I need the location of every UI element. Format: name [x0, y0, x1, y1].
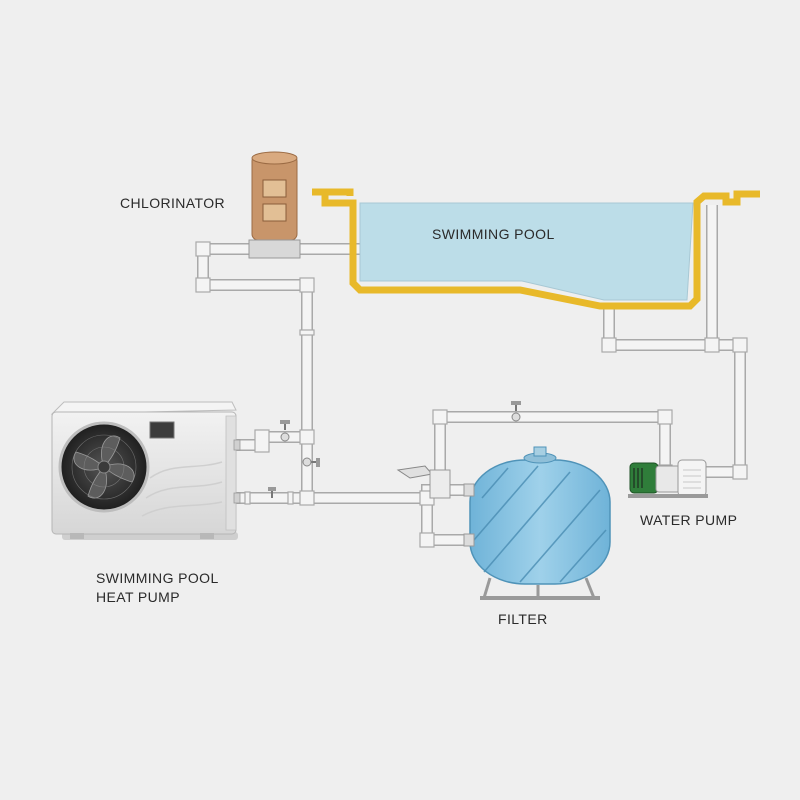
- valve-filter-return: [511, 401, 521, 422]
- pipe-tee: [704, 337, 720, 353]
- pipe-elbow: [299, 277, 315, 293]
- pipe-coupling: [244, 491, 251, 505]
- pipe-elbow: [732, 464, 748, 480]
- multiport-valve: [396, 465, 451, 499]
- filter-stripe: [481, 467, 509, 499]
- chlorinator-base: [248, 239, 301, 259]
- chlorinator-cap: [251, 151, 298, 165]
- fan-hub: [97, 460, 111, 474]
- heat-pump-top: [50, 401, 237, 415]
- pipe-elbow: [254, 429, 270, 453]
- pipe-coupling: [299, 329, 315, 336]
- valve-heatpump-return: [280, 420, 290, 442]
- heat-pump-swoosh: [145, 481, 223, 499]
- chlorinator-label: CHLORINATOR: [120, 195, 226, 211]
- filter-port-lower: [463, 533, 475, 547]
- pipe-elbow: [419, 532, 435, 548]
- filter-stripe: [473, 465, 539, 541]
- heat-pump-label-line1: SWIMMING POOL: [96, 570, 219, 586]
- filter-stripe: [483, 471, 571, 573]
- water-pump-base: [628, 494, 708, 498]
- pipe-network: [195, 205, 748, 548]
- pipe-elbow: [657, 409, 673, 425]
- heat-pump-foot: [200, 533, 214, 539]
- heat-pump-inlet: [233, 492, 241, 504]
- pipe-heatpump-feed: [235, 492, 474, 546]
- filter-neck: [533, 446, 547, 457]
- filter-leg: [482, 577, 492, 599]
- water-pump-strainer: [677, 459, 707, 497]
- heat-pump-label-line2: HEAT PUMP: [96, 589, 180, 605]
- pool-deck-left: [312, 188, 354, 196]
- pipe-elbow: [601, 337, 617, 353]
- chlorinator-window-bottom: [262, 203, 287, 222]
- pipe-elbow: [195, 241, 211, 257]
- filter-base: [480, 596, 600, 600]
- pipe-elbow: [195, 277, 211, 293]
- filter-stripe: [559, 529, 607, 583]
- heat-pump: [50, 401, 241, 540]
- valve-heatpump-feed: [268, 487, 276, 498]
- swimming-pool-label: SWIMMING POOL: [432, 226, 555, 242]
- chlorinator-window-top: [262, 179, 287, 198]
- pipe-tee: [299, 429, 315, 445]
- water-pump: [628, 459, 708, 498]
- pipe-pool-drain: [603, 305, 712, 351]
- heat-pump-side-grille: [225, 415, 237, 531]
- water-pump-label: WATER PUMP: [640, 512, 738, 528]
- valve-bypass: [302, 457, 320, 467]
- heat-pump-label: SWIMMING POOL HEAT PUMP: [96, 569, 219, 607]
- pool-water: [359, 202, 694, 301]
- chlorinator: [248, 151, 301, 259]
- pool-wall: [312, 188, 760, 310]
- heat-pump-control-panel: [149, 421, 175, 439]
- water-pump-housing: [655, 465, 681, 493]
- pipe-elbow: [432, 409, 448, 425]
- filter-tank: [469, 459, 611, 585]
- pipe-elbow: [732, 337, 748, 353]
- filter: [463, 446, 611, 600]
- pipe-coupling: [287, 491, 294, 505]
- heat-pump-swoosh: [149, 461, 223, 479]
- heat-pump-outlet: [233, 439, 241, 451]
- pipe-tee: [299, 490, 315, 506]
- fan-icon: [73, 435, 135, 499]
- filter-leg: [584, 577, 596, 599]
- swimming-pool: [312, 188, 760, 310]
- filter-port-upper: [463, 483, 475, 497]
- filter-stripe: [519, 489, 601, 583]
- heat-pump-foot: [70, 533, 84, 539]
- heat-pump-swoosh: [141, 501, 223, 517]
- filter-label: FILTER: [498, 611, 548, 627]
